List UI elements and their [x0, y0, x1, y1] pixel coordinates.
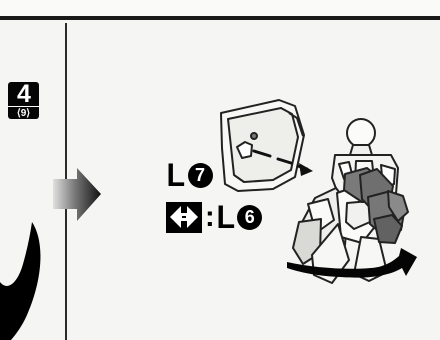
swap-arrows-icon — [166, 202, 202, 233]
previous-step-fragment — [0, 222, 50, 340]
top-border — [0, 0, 440, 20]
panel-part — [221, 100, 304, 191]
part-letter-l: L — [166, 157, 185, 193]
assembly-illustration — [203, 98, 440, 340]
right-arrow-icon — [53, 168, 101, 221]
step-sub-number: ⟨9⟩ — [8, 106, 39, 120]
step-number-box: 4 ⟨9⟩ — [8, 82, 39, 119]
step-number: 4 — [8, 83, 39, 105]
